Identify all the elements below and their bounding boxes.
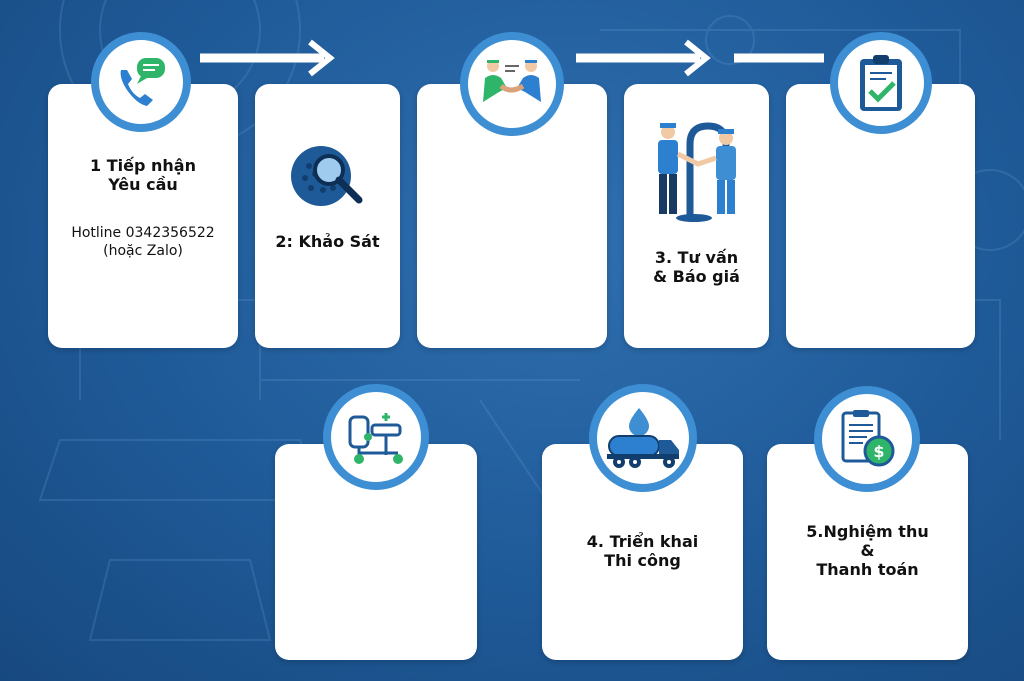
step-title-consult: 3. Tư vấn & Báo giá <box>653 248 740 286</box>
badge-construction <box>589 384 697 492</box>
step-card-acceptance: 5.Nghiệm thu & Thanh toán <box>767 444 968 660</box>
step-card-survey: 2: Khảo Sát <box>255 84 400 348</box>
handshake-icon <box>483 60 541 102</box>
arrow-step-3-to-4 <box>576 39 711 77</box>
tanker-truck-icon <box>607 408 679 468</box>
badge-contract <box>830 32 932 134</box>
invoice-payment-icon: $ <box>841 410 895 467</box>
badge-system <box>323 384 429 490</box>
magnifier-drain-icon <box>291 146 363 206</box>
badge-acceptance: $ <box>814 386 920 492</box>
step-title-survey: 2: Khảo Sát <box>275 232 380 251</box>
hotline-text: Hotline 0342356522 (hoặc Zalo) <box>71 225 215 259</box>
badge-request <box>91 32 191 132</box>
phone-chat-icon <box>120 58 165 106</box>
checklist-icon <box>860 55 902 111</box>
step-title-construction: 4. Triển khai Thi công <box>586 532 699 570</box>
step-card-consult: 3. Tư vấn & Báo giá <box>624 84 769 348</box>
step-title-request: 1 Tiếp nhận Yêu cầu <box>90 156 196 194</box>
plumbing-system-icon <box>348 413 403 464</box>
arrow-step-4-to-5 <box>734 53 824 63</box>
workers-handshake-icon <box>658 122 736 222</box>
badge-agreement <box>460 32 564 136</box>
step-title-acceptance: 5.Nghiệm thu & Thanh toán <box>806 522 929 579</box>
arrow-step-1-to-2 <box>200 39 335 77</box>
svg-text:$: $ <box>873 442 884 461</box>
